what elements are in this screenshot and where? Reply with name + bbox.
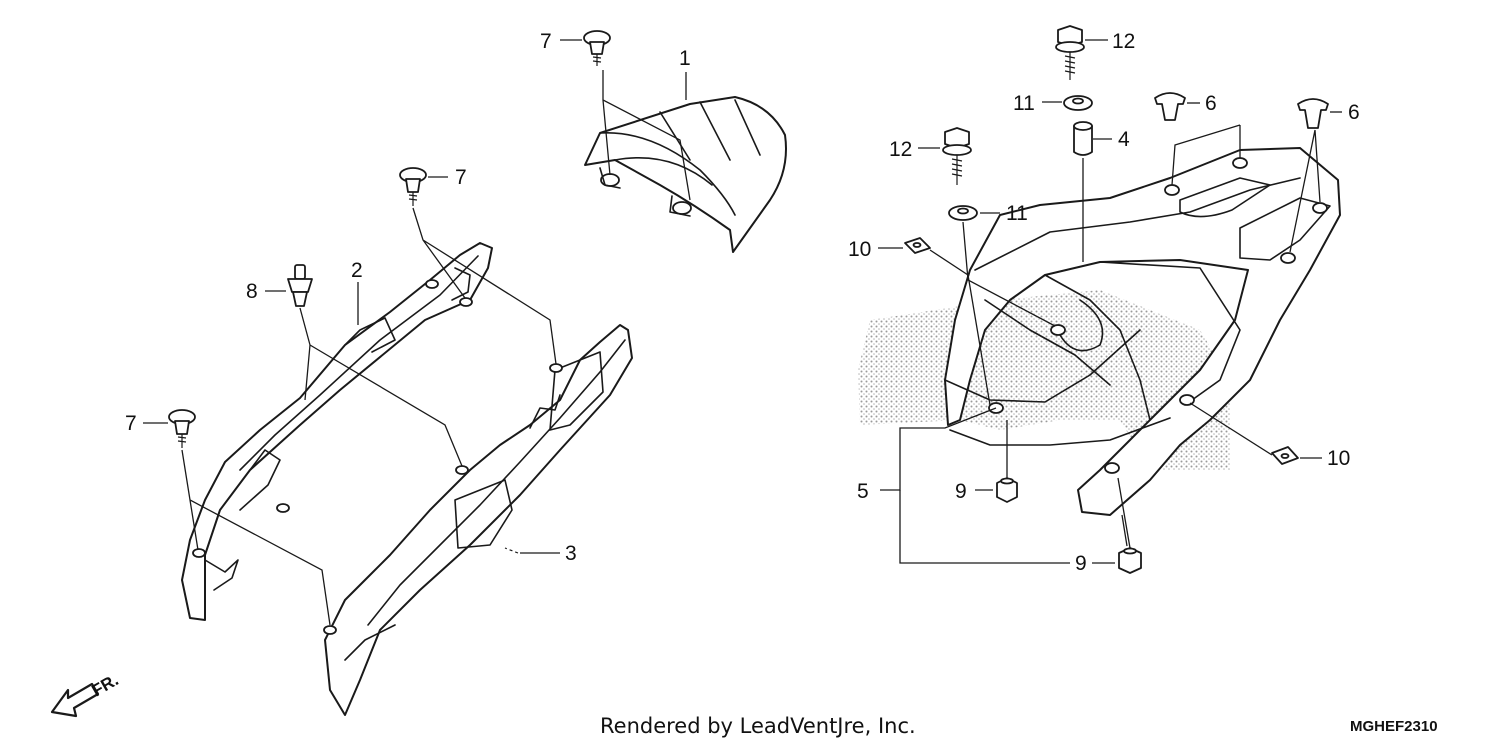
part-5-grab-rail xyxy=(858,147,1341,516)
clip-7-left xyxy=(168,409,196,448)
part-2-inner-panel xyxy=(181,242,493,621)
callout-10-right: 10 xyxy=(1327,447,1350,470)
bolt-12-left xyxy=(942,127,972,185)
callout-10-left: 10 xyxy=(848,238,871,261)
callout-5: 5 xyxy=(857,480,869,503)
callout-6-a: 6 xyxy=(1205,92,1217,115)
nut-9-top xyxy=(996,477,1018,503)
callout-7-left: 7 xyxy=(125,412,137,435)
collar-4 xyxy=(1073,121,1093,156)
clip-7-top xyxy=(583,30,611,66)
nut-9-bottom xyxy=(1118,547,1142,574)
callout-12-left: 12 xyxy=(889,138,912,161)
bolt-12-top xyxy=(1055,25,1085,80)
diagram-code: MGHEF2310 xyxy=(1350,718,1438,735)
callout-6-b: 6 xyxy=(1348,101,1360,124)
callout-2: 2 xyxy=(351,259,363,282)
callout-4: 4 xyxy=(1118,128,1130,151)
clip-nut-10-left xyxy=(904,237,931,254)
callout-7-mid: 7 xyxy=(455,166,467,189)
callout-9-top: 9 xyxy=(955,480,967,503)
leader-lines xyxy=(143,39,1342,626)
part-3-side-cover xyxy=(323,324,633,716)
callout-11-top: 11 xyxy=(1013,92,1035,115)
callout-3: 3 xyxy=(565,542,577,565)
front-direction-arrow: FR. xyxy=(50,670,122,718)
callout-12-top: 12 xyxy=(1112,30,1135,53)
rendered-by-credit: Rendered by LeadVentJre, Inc. xyxy=(600,714,916,738)
callout-11-left: 11 xyxy=(1006,202,1028,225)
washer-11-left xyxy=(948,205,978,221)
callout-1: 1 xyxy=(679,47,691,70)
washer-11-top xyxy=(1063,95,1093,111)
clip-8 xyxy=(287,264,313,307)
clip-7-mid xyxy=(399,167,427,206)
cushion-6-a xyxy=(1154,92,1186,121)
cushion-6-b xyxy=(1297,98,1329,129)
clip-nut-10-right xyxy=(1271,446,1299,465)
callout-8: 8 xyxy=(246,280,258,303)
callout-9-bottom: 9 xyxy=(1075,552,1087,575)
callout-7-top: 7 xyxy=(540,30,552,53)
